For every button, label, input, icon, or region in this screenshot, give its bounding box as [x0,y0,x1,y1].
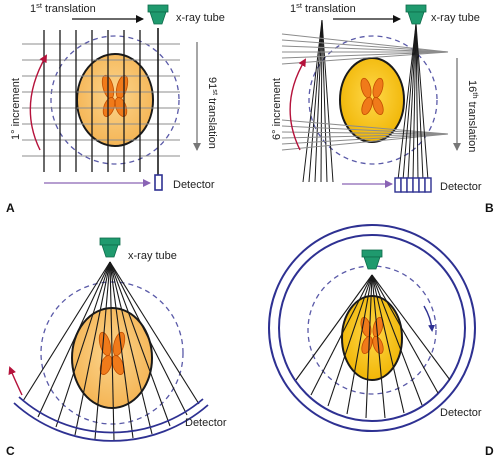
first-translation-label: 1st translation [30,1,96,15]
gantry-circle [40,281,184,425]
detector-label: Detector [185,417,227,429]
panel-letter: C [6,444,15,458]
fan-beam-position-1 [302,19,334,183]
fan-beam [295,274,451,419]
fan-beam-current [397,23,429,181]
translation-grid-horizontal [22,43,180,157]
detector-label: Detector [440,181,482,193]
detector-ring-inner [278,234,466,422]
rotation-arrow [8,366,23,396]
last-translation-label: 16th translation [466,80,480,152]
last-translation-label: 91st translation [206,77,220,149]
fan-beam [22,261,200,441]
x-ray-tube-icon [147,4,169,25]
curved-detector-array [13,396,209,442]
single-detector [154,174,163,191]
tube-label: x-ray tube [128,250,177,262]
panel-letter: D [485,444,494,458]
panel-letter: B [485,201,494,215]
detector-label: Detector [440,407,482,419]
translation-grid-vertical [43,30,141,172]
rotation-arrow [29,54,47,151]
detector-ring-outer [268,224,476,432]
rotation-arrow [289,58,307,151]
panel-b: x-ray tube 1st translation 16th translat… [271,1,494,215]
rotation-arrow [423,305,436,332]
tube-label: x-ray tube [431,12,480,24]
phantom-organs [360,77,384,115]
panel-letter: A [6,201,15,215]
x-ray-tube-icon [361,249,383,270]
fan-beam-rotated [281,33,449,151]
panel-c: x-ray tube Detector C [6,237,227,458]
first-translation-label: 1st translation [290,1,356,15]
increment-label: 1° increment [10,78,22,140]
increment-label: 6° increment [271,78,283,140]
x-ray-tube-icon [405,4,427,25]
patient-phantom [76,53,154,147]
detector-label: Detector [173,179,215,191]
gantry-circle [308,35,438,165]
x-ray-tube-icon [99,237,121,258]
panel-a: x-ray tube 1st translation 91st translat… [6,1,225,215]
panel-d: Detector D [268,224,494,458]
detector-array [394,177,432,193]
phantom-organs [98,331,126,375]
gantry-circle [50,35,180,165]
tube-label: x-ray tube [176,12,225,24]
